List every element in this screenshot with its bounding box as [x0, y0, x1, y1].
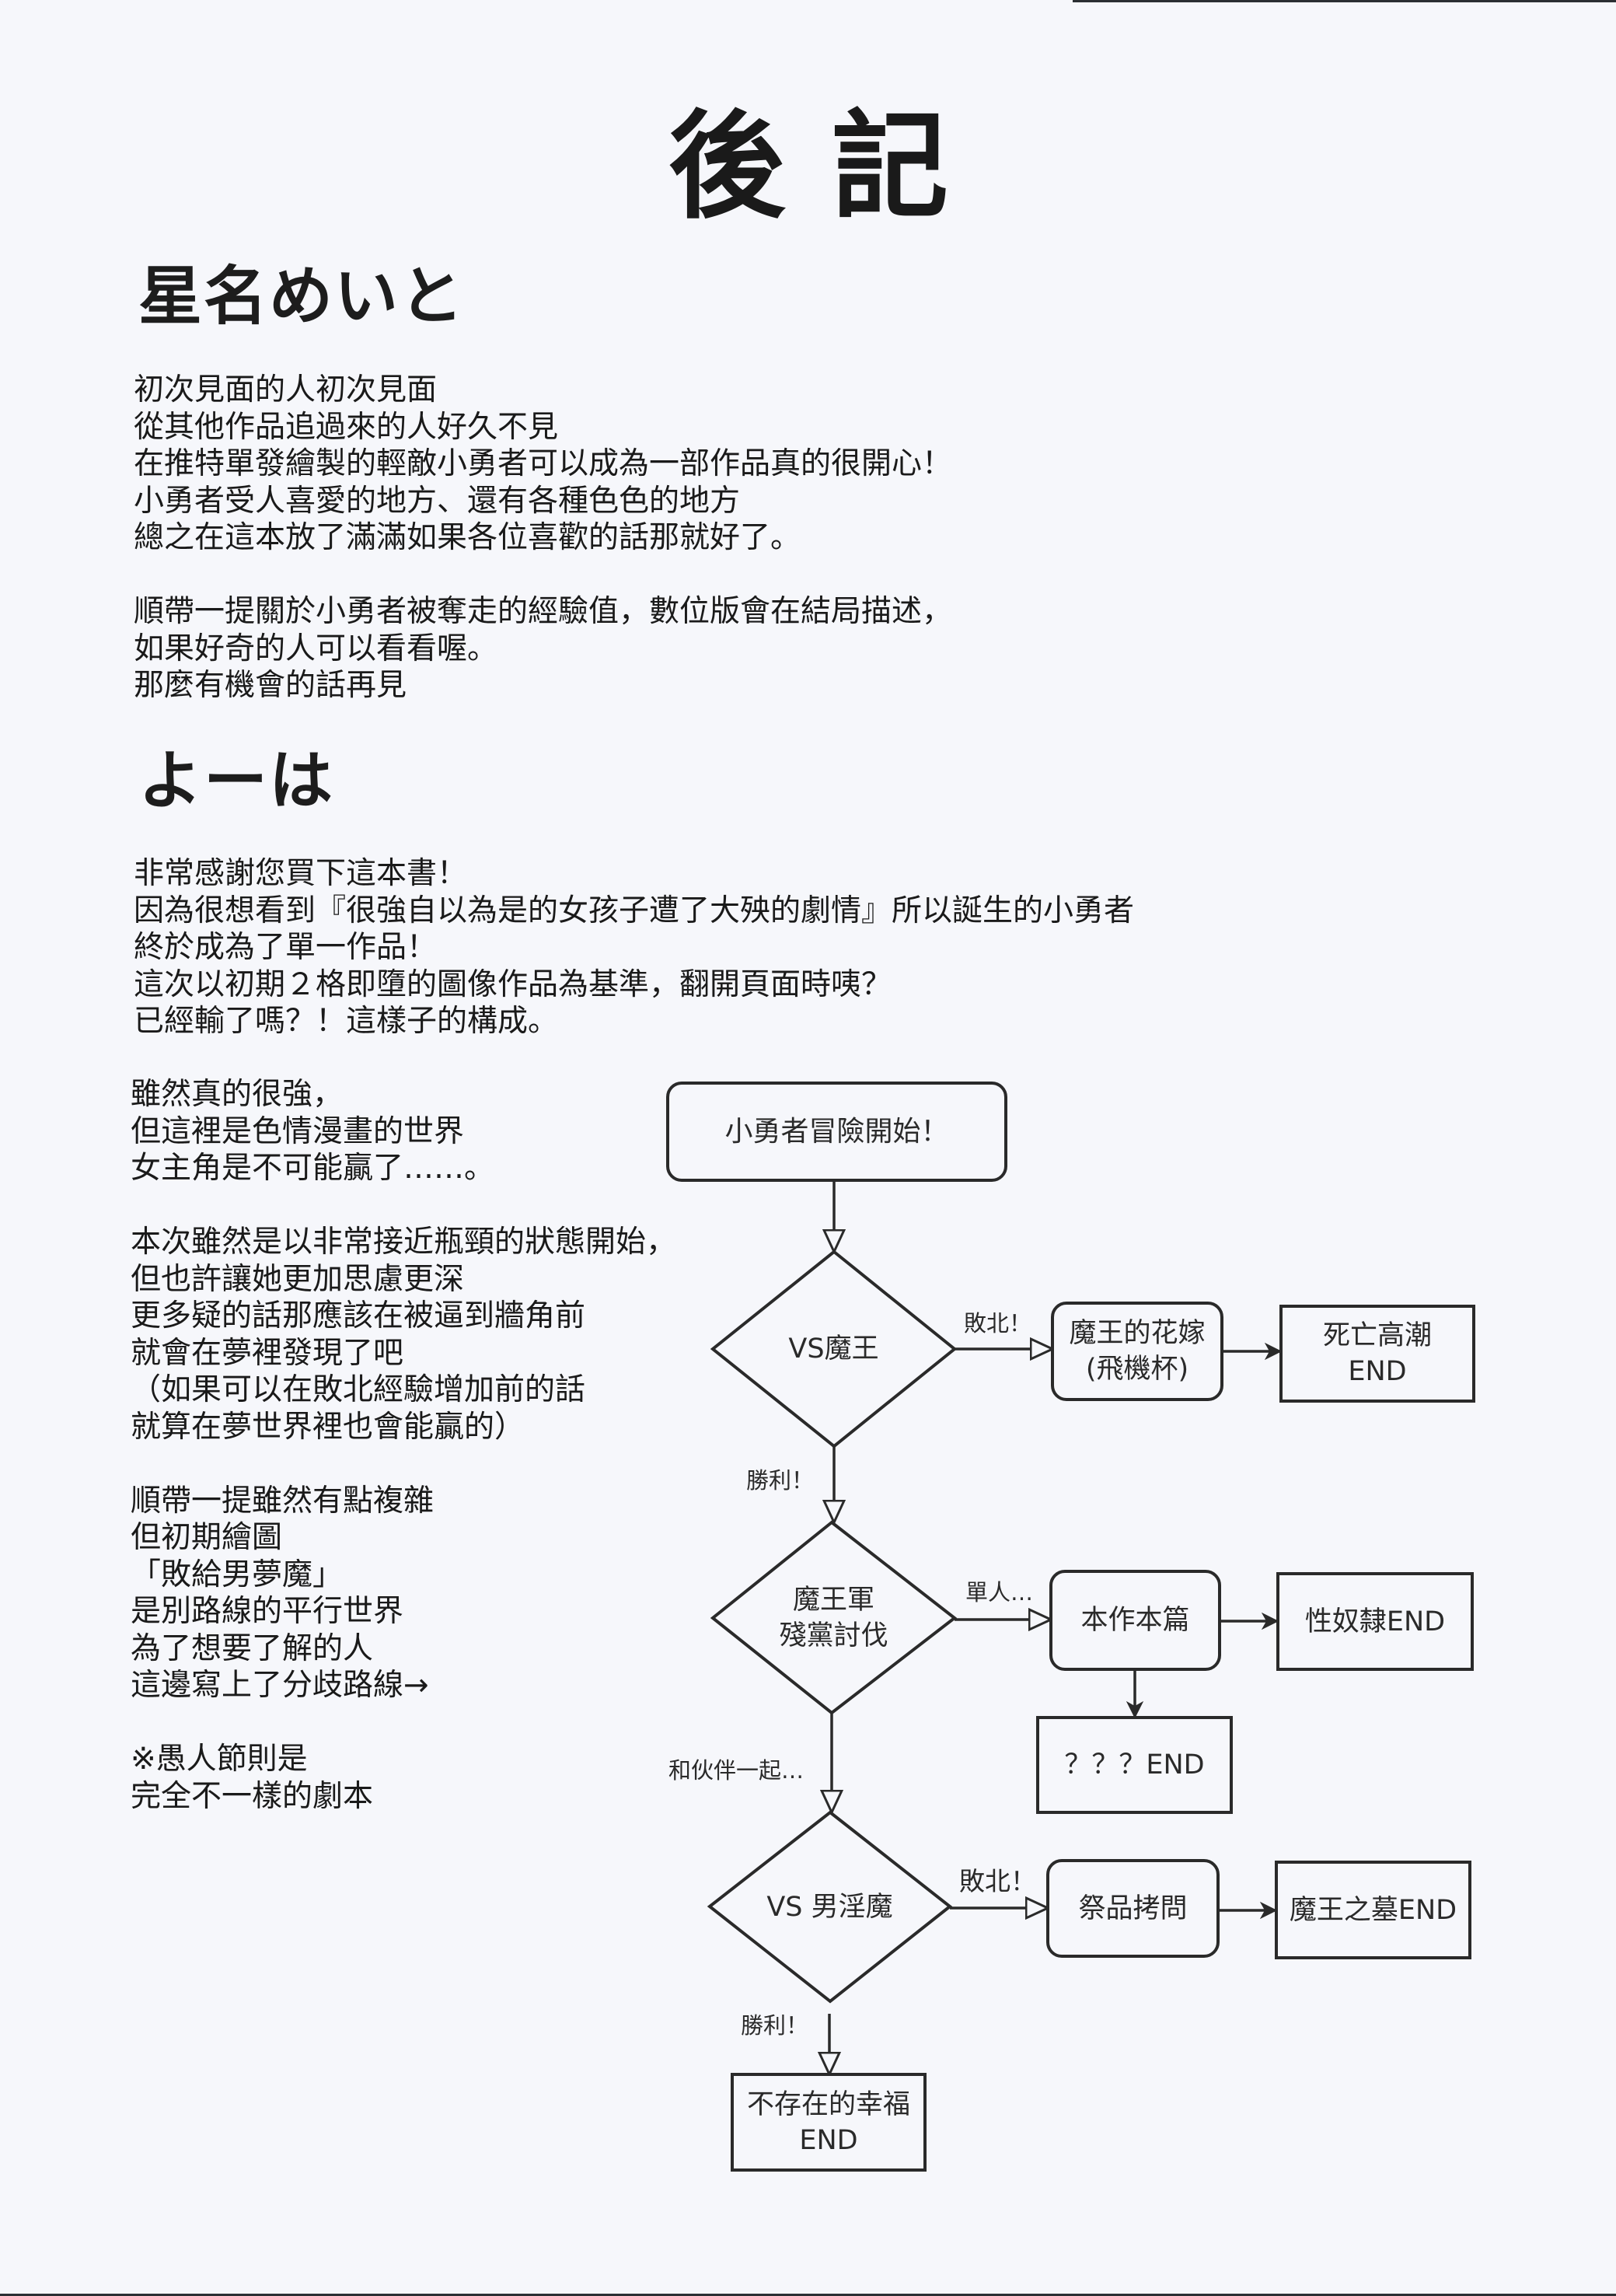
note-line: 完全不一樣的劇本 — [131, 1778, 374, 1814]
node-death-climax-end: 死亡高潮 END — [1281, 1306, 1474, 1401]
node-sex-slave-end-label: 性奴隸END — [1304, 1606, 1446, 1637]
note-line: 那麼有機會的話再見 — [134, 668, 407, 703]
note-line: 女主角是不可能贏了……。 — [131, 1151, 495, 1186]
edge-label-victory-2: 勝利！ — [741, 2012, 809, 2039]
note-line: 「敗給男夢魔」 — [131, 1557, 344, 1592]
note-line: 順帶一提關於小勇者被奪走的經驗值，數位版會在結局描述， — [134, 594, 953, 629]
scan-top-edge — [1073, 0, 1616, 2]
page-title: 後記 — [668, 100, 996, 235]
node-happiness-end-label: END — [799, 2124, 858, 2156]
author-heading-yooha: よーは — [138, 744, 335, 818]
node-start-box — [666, 1082, 1007, 1182]
edge-label-defeat-1: 敗北！ — [964, 1310, 1032, 1337]
node-death-climax-end-label: END — [1348, 1356, 1407, 1387]
edge-label-alone: 單人… — [965, 1579, 1034, 1606]
node-vs-maou: VS魔王 — [713, 1252, 955, 1446]
note-line: 如果好奇的人可以看看喔。 — [134, 631, 498, 666]
node-death-climax-label: 死亡高潮 — [1322, 1320, 1432, 1351]
note-line: 是別路線的平行世界 — [131, 1594, 404, 1629]
author-heading-hoshina: 星名めいと — [138, 260, 466, 334]
note-line: 已經輸了嗎？！這樣子的構成。 — [134, 1004, 559, 1039]
note-line: 雖然真的很強， — [131, 1077, 344, 1112]
node-vs-incubus-diamond — [707, 1810, 953, 2004]
node-vs-incubus-label: VS 男淫魔 — [766, 1891, 893, 1923]
note-line: 總之在這本放了滿滿如果各位喜歡的話那就好了。 — [134, 520, 801, 555]
note-line: 非常感謝您買下這本書！ — [134, 856, 468, 891]
note-line: 就算在夢世界裡也會能贏的） — [131, 1409, 525, 1445]
node-unknown-end: ？？？END — [1038, 1718, 1231, 1812]
author-note-hoshina: 初次見面的人初次見面 從其他作品追過來的人好久不見 在推特單發繪製的輕敵小勇者可… — [134, 372, 952, 704]
note-line: 但初期繪圖 — [131, 1520, 283, 1555]
node-remnant-subjugation: 魔王軍 殘黨討伐 — [713, 1522, 955, 1713]
scan-bottom-edge — [0, 2294, 1616, 2296]
node-maou-bride-label: 魔王的花嫁 — [1069, 1318, 1206, 1349]
note-line: 但這裡是色情漫畫的世界 — [131, 1113, 465, 1149]
note-line: （如果可以在敗北經驗增加前的話 — [131, 1372, 586, 1407]
note-line: 在推特單發繪製的輕敵小勇者可以成為一部作品真的很開心！ — [134, 446, 953, 481]
node-remnant-label-1: 魔王軍 — [792, 1584, 874, 1616]
note-line: 本次雖然是以非常接近瓶頸的狀態開始， — [131, 1225, 677, 1260]
node-vs-incubus: VS 男淫魔 — [710, 1812, 950, 2001]
node-maou-bride: 魔王的花嫁 (飛機杯) — [1052, 1303, 1222, 1400]
note-line: 因為很想看到『很強自以為是的女孩子遭了大殃的劇情』所以誕生的小勇者 — [134, 893, 1135, 928]
note-line: ※愚人節則是 — [131, 1742, 308, 1777]
edge-label-defeat-2: 敗北！ — [959, 1866, 1036, 1896]
node-main-story-label: 本作本篇 — [1080, 1605, 1190, 1636]
edge-label-with-companions: 和伙伴一起… — [668, 1757, 805, 1784]
node-maou-tomb-label: 魔王之墓END — [1289, 1894, 1457, 1926]
node-nonexistent-happiness-end: 不存在的幸福 END — [732, 2074, 925, 2170]
note-line: 順帶一提雖然有點複雜 — [131, 1483, 435, 1518]
note-line: 這邊寫上了分歧路線→ — [131, 1668, 429, 1703]
note-line: 這次以初期２格即墮的圖像作品為基準，翻開頁面時咦？ — [134, 966, 892, 1002]
node-maou-bride-sublabel: (飛機杯) — [1085, 1354, 1189, 1385]
edge-label-victory-1: 勝利！ — [746, 1467, 815, 1494]
node-sex-slave-end: 性奴隸END — [1278, 1574, 1472, 1669]
node-remnant-label-2: 殘黨討伐 — [779, 1620, 888, 1651]
note-line: 但也許讓她更加思慮更深 — [131, 1261, 465, 1297]
author-note-yooha-intro: 非常感謝您買下這本書！ 因為很想看到『很強自以為是的女孩子遭了大殃的劇情』所以誕… — [134, 855, 1134, 1040]
node-happiness-label: 不存在的幸福 — [746, 2088, 910, 2120]
note-line: 為了想要了解的人 — [131, 1630, 374, 1666]
node-sacrifice-label: 祭品拷問 — [1078, 1892, 1188, 1924]
node-unknown-end-label: ？？？END — [1064, 1749, 1205, 1781]
note-line: 小勇者受人喜愛的地方、還有各種色色的地方 — [134, 483, 741, 519]
author-note-yooha-body: 雖然真的很強， 但這裡是色情漫畫的世界 女主角是不可能贏了……。 本次雖然是以非… — [131, 1076, 676, 1815]
note-line: 初次見面的人初次見面 — [134, 372, 438, 407]
note-line: 從其他作品追過來的人好久不見 — [134, 409, 559, 445]
node-maou-tomb-end: 魔王之墓END — [1276, 1862, 1470, 1958]
node-main-story: 本作本篇 — [1051, 1571, 1220, 1669]
node-start: 小勇者冒險開始！ — [668, 1083, 1006, 1180]
node-vs-maou-label: VS魔王 — [788, 1333, 879, 1365]
node-start-label: 小勇者冒險開始！ — [724, 1115, 949, 1148]
note-line: 終於成為了單一作品！ — [134, 930, 438, 965]
note-line: 更多疑的話那應該在被逼到牆角前 — [131, 1298, 586, 1333]
note-line: 就會在夢裡發現了吧 — [131, 1335, 404, 1371]
node-sacrifice-torture: 祭品拷問 — [1048, 1861, 1218, 1956]
